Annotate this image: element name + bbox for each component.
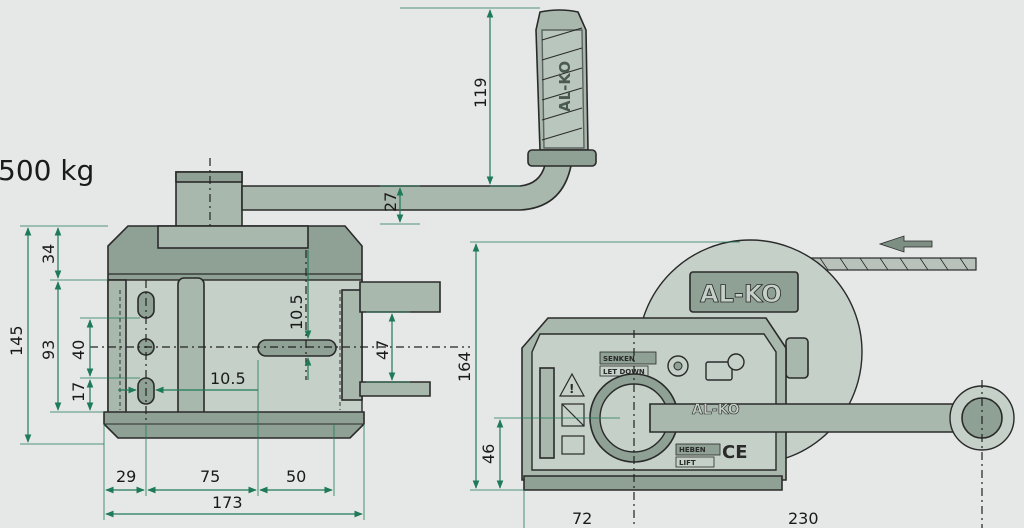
manual-icon (561, 435, 585, 455)
label-heben (675, 443, 721, 456)
crank-arm (241, 149, 577, 211)
rope-direction-arrow (878, 235, 933, 253)
center-strap (177, 277, 205, 419)
crank-brand-logo: AL-KO (692, 402, 740, 418)
dim-overall-width: 173 (212, 493, 243, 512)
label-lift (675, 456, 715, 468)
svg-text:LIFT: LIFT (679, 459, 696, 467)
dim-side-overall-height: 164 (455, 351, 474, 382)
side-base (523, 475, 783, 491)
front-view: AL-KO (90, 9, 597, 439)
dim-mid-span: 75 (200, 467, 220, 486)
front-dimensions: 119 27 145 34 93 40 17 10.5 10.5 47 (7, 7, 540, 520)
dim-handle-height: 119 (471, 77, 490, 108)
grip-brand-logo: AL-KO (556, 61, 574, 112)
dim-top-band: 34 (39, 244, 58, 264)
dim-lower-offset: 17 (69, 382, 88, 402)
dim-axis-height: 46 (479, 444, 498, 464)
rope (807, 257, 977, 271)
dim-mount-span: 93 (39, 340, 58, 360)
dim-crank-thickness: 27 (381, 192, 400, 212)
dim-left-offset: 29 (116, 467, 136, 486)
side-dimensions: 164 46 72 230 (455, 241, 819, 528)
dim-slot-center: 40 (69, 340, 88, 360)
dim-side-left-offset: 72 (572, 509, 592, 528)
dim-right-span: 50 (286, 467, 306, 486)
svg-text:SENKEN: SENKEN (603, 355, 635, 363)
warning-icon (558, 372, 586, 397)
dim-shaft-height: 47 (373, 340, 392, 360)
dim-handle-reach: 230 (788, 509, 819, 528)
svg-text:HEBEN: HEBEN (679, 446, 706, 454)
ce-mark: CE (722, 442, 748, 463)
load-capacity-label: 500 kg (0, 154, 94, 187)
pawl-lever (705, 361, 733, 381)
drum-brand-logo: AL-KO (700, 280, 782, 308)
drum-shaft (359, 281, 441, 313)
svg-text:!: ! (569, 382, 574, 396)
label-senken (599, 351, 657, 365)
drum-brand-plate (689, 271, 799, 313)
horizontal-slot (257, 339, 337, 357)
dim-slot-width-vertical: 10.5 (287, 294, 306, 330)
housing-base (103, 411, 365, 439)
svg-text:LET DOWN: LET DOWN (603, 368, 645, 376)
grip-pattern (541, 27, 583, 141)
dim-slot-width-horizontal: 10.5 (210, 369, 246, 388)
side-view: AL-KO ! SENKEN LET DOWN HEBEN LIFT CE (521, 235, 1015, 528)
dim-overall-height: 145 (7, 325, 26, 356)
